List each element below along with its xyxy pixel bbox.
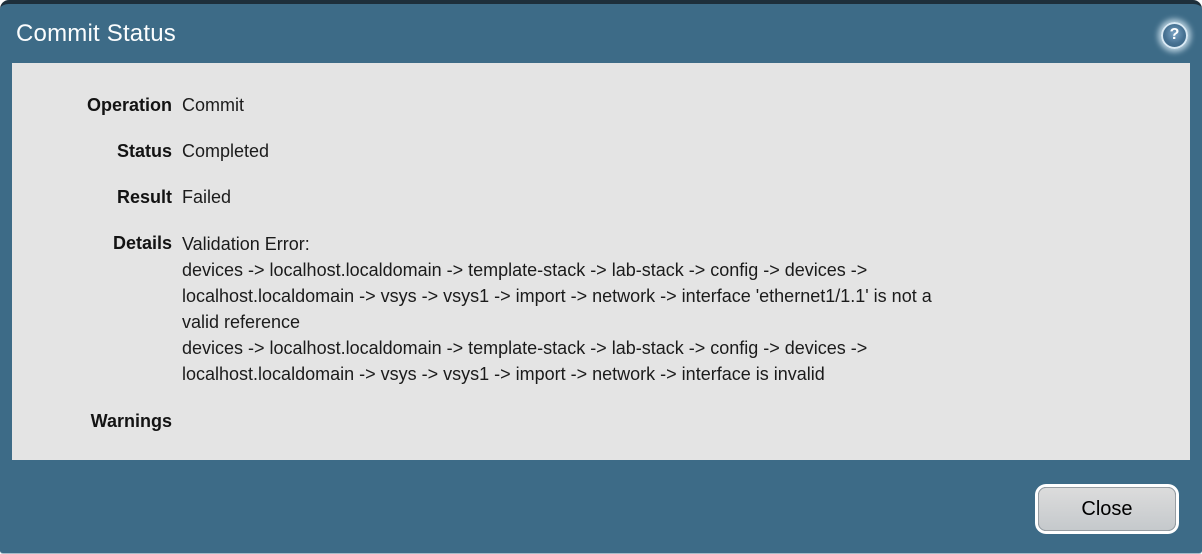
- form-row-status: Status Completed: [12, 139, 1166, 163]
- result-value: Failed: [182, 187, 232, 207]
- dialog-title: Commit Status: [16, 19, 176, 47]
- form-row-warnings: Warnings: [12, 409, 1166, 433]
- operation-value: Commit: [182, 95, 244, 115]
- close-button[interactable]: Close: [1038, 487, 1176, 531]
- status-label: Status: [116, 141, 172, 161]
- question-mark-glyph: ?: [1169, 25, 1180, 43]
- result-label: Result: [116, 187, 172, 207]
- dialog-titlebar: Commit Status: [0, 4, 1202, 63]
- help-icon[interactable]: ?: [1161, 22, 1188, 49]
- operation-label: Operation: [86, 95, 172, 115]
- warnings-label: Warnings: [90, 411, 172, 431]
- status-value: Completed: [182, 141, 270, 161]
- form-row-details: Details Validation Error: devices -> loc…: [12, 231, 1166, 387]
- details-value: Validation Error: devices -> localhost.l…: [182, 234, 932, 384]
- details-label: Details: [112, 233, 172, 253]
- form-row-operation: Operation Commit: [12, 93, 1166, 117]
- dialog-body: Operation Commit Status Completed Result…: [12, 63, 1190, 460]
- form-row-result: Result Failed: [12, 185, 1166, 209]
